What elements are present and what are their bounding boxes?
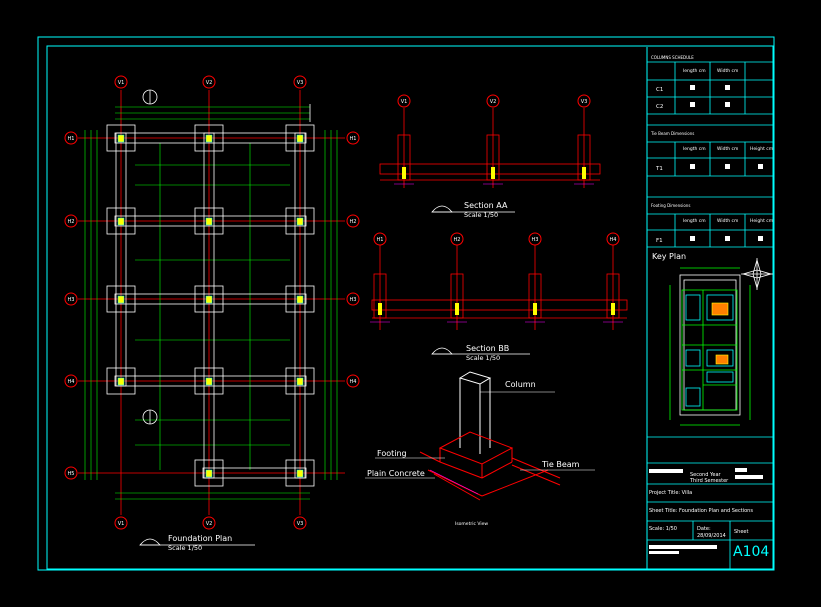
schedule-cell-markers bbox=[690, 85, 763, 241]
section-aa-title: Section AA bbox=[464, 201, 508, 210]
isometric-view[interactable] bbox=[365, 371, 595, 501]
footing-row-f1: F1 bbox=[656, 238, 663, 244]
isometric-tie-beam-label: Tie Beam bbox=[541, 460, 580, 469]
column-schedule-header-width: Width cm bbox=[717, 68, 738, 74]
tie-beam-header-height: Height cm bbox=[750, 146, 773, 152]
section-aa-scale: Scale 1/50 bbox=[464, 211, 498, 219]
axis-label-v3-top: V3 bbox=[297, 80, 304, 86]
section-bb-axis-h4: H4 bbox=[610, 237, 617, 243]
section-bb-title: Section BB bbox=[466, 344, 509, 353]
column-schedule-title: COLUMNS SCHEDULE bbox=[651, 55, 694, 60]
title-block-project: Project Title: Villa bbox=[649, 490, 692, 496]
axis-label-v1-bottom: V1 bbox=[118, 521, 125, 527]
axis-label-h3-right: H3 bbox=[350, 297, 357, 303]
key-plan-drawing[interactable] bbox=[669, 267, 751, 426]
drawing-frame bbox=[37, 36, 775, 571]
title-block-sheet-label: Sheet bbox=[734, 529, 748, 535]
section-aa-title-block: Section AA Scale 1/50 bbox=[431, 201, 515, 219]
section-aa-axis-v1: V1 bbox=[401, 99, 408, 105]
key-plan-title: Key Plan bbox=[652, 252, 686, 261]
title-block-date-value: 28/09/2014 bbox=[697, 533, 726, 539]
schedule-tables[interactable] bbox=[647, 61, 773, 569]
isometric-column-label: Column bbox=[505, 380, 536, 389]
title-block-bars bbox=[649, 468, 763, 554]
section-bb[interactable]: H1 H2 H3 H4 bbox=[370, 232, 628, 330]
section-bb-axis-h3: H3 bbox=[532, 237, 539, 243]
plan-title: Foundation Plan bbox=[168, 534, 232, 543]
title-block-scale: Scale: 1/50 bbox=[649, 526, 677, 532]
footing-header-length: length cm bbox=[683, 218, 706, 224]
plan-title-block: Foundation Plan Scale 1/50 bbox=[139, 534, 255, 552]
axis-label-v2-top: V2 bbox=[206, 80, 213, 86]
axis-label-v1-top: V1 bbox=[118, 80, 125, 86]
section-bb-axis-h1: H1 bbox=[377, 237, 384, 243]
tie-beam-row-t1: T1 bbox=[655, 166, 663, 172]
title-block-date-label: Date: bbox=[697, 526, 711, 532]
column-schedule-row-c2: C2 bbox=[656, 104, 663, 110]
section-aa-axis-v2: V2 bbox=[490, 99, 497, 105]
footing-header-height: Height cm bbox=[750, 218, 773, 224]
axis-label-h2-left: H2 bbox=[68, 219, 75, 225]
foundation-plan[interactable] bbox=[78, 89, 345, 515]
axis-label-h1-left: H1 bbox=[68, 136, 75, 142]
footing-header-width: Width cm bbox=[717, 218, 738, 224]
section-bb-title-block: Section BB Scale 1/50 bbox=[431, 344, 530, 362]
axis-label-h5-left: H5 bbox=[68, 471, 75, 477]
tie-beam-schedule-title: Tie Beam Dimensions bbox=[650, 131, 694, 136]
isometric-footing-label: Footing bbox=[377, 449, 407, 458]
section-bb-scale: Scale 1/50 bbox=[466, 354, 500, 362]
section-aa[interactable]: V1 V2 V3 bbox=[379, 94, 601, 188]
axis-label-h1-right: H1 bbox=[350, 136, 357, 142]
axis-label-v3-bottom: V3 bbox=[297, 521, 304, 527]
tie-beam-header-width: Width cm bbox=[717, 146, 738, 152]
footing-schedule-title: Footing Dimensions bbox=[651, 203, 690, 208]
axis-label-v2-bottom: V2 bbox=[206, 521, 213, 527]
tie-beam-header-length: length cm bbox=[683, 146, 706, 152]
isometric-view-label: Isometric View bbox=[455, 521, 488, 527]
axis-label-h2-right: H2 bbox=[350, 219, 357, 225]
section-bb-axis-h2: H2 bbox=[454, 237, 461, 243]
plan-scale: Scale 1/50 bbox=[168, 544, 202, 552]
axis-label-h3-left: H3 bbox=[68, 297, 75, 303]
axis-label-h4-right: H4 bbox=[350, 379, 357, 385]
section-aa-axis-v3: V3 bbox=[581, 99, 588, 105]
column-schedule-row-c1: C1 bbox=[656, 87, 663, 93]
column-schedule-header-length: length cm bbox=[683, 68, 706, 74]
north-arrow-icon bbox=[741, 258, 773, 290]
title-block-year: Second Year bbox=[690, 472, 722, 478]
title-block-sheet-title: Sheet Title: Foundation Plan and Section… bbox=[649, 508, 753, 514]
plan-axis-bubbles bbox=[64, 75, 360, 530]
isometric-plain-concrete-label: Plain Concrete bbox=[367, 469, 425, 478]
axis-label-h4-left: H4 bbox=[68, 379, 75, 385]
title-block-sheet-number: A104 bbox=[733, 544, 769, 560]
title-block-semester: Third Semester bbox=[689, 478, 729, 484]
